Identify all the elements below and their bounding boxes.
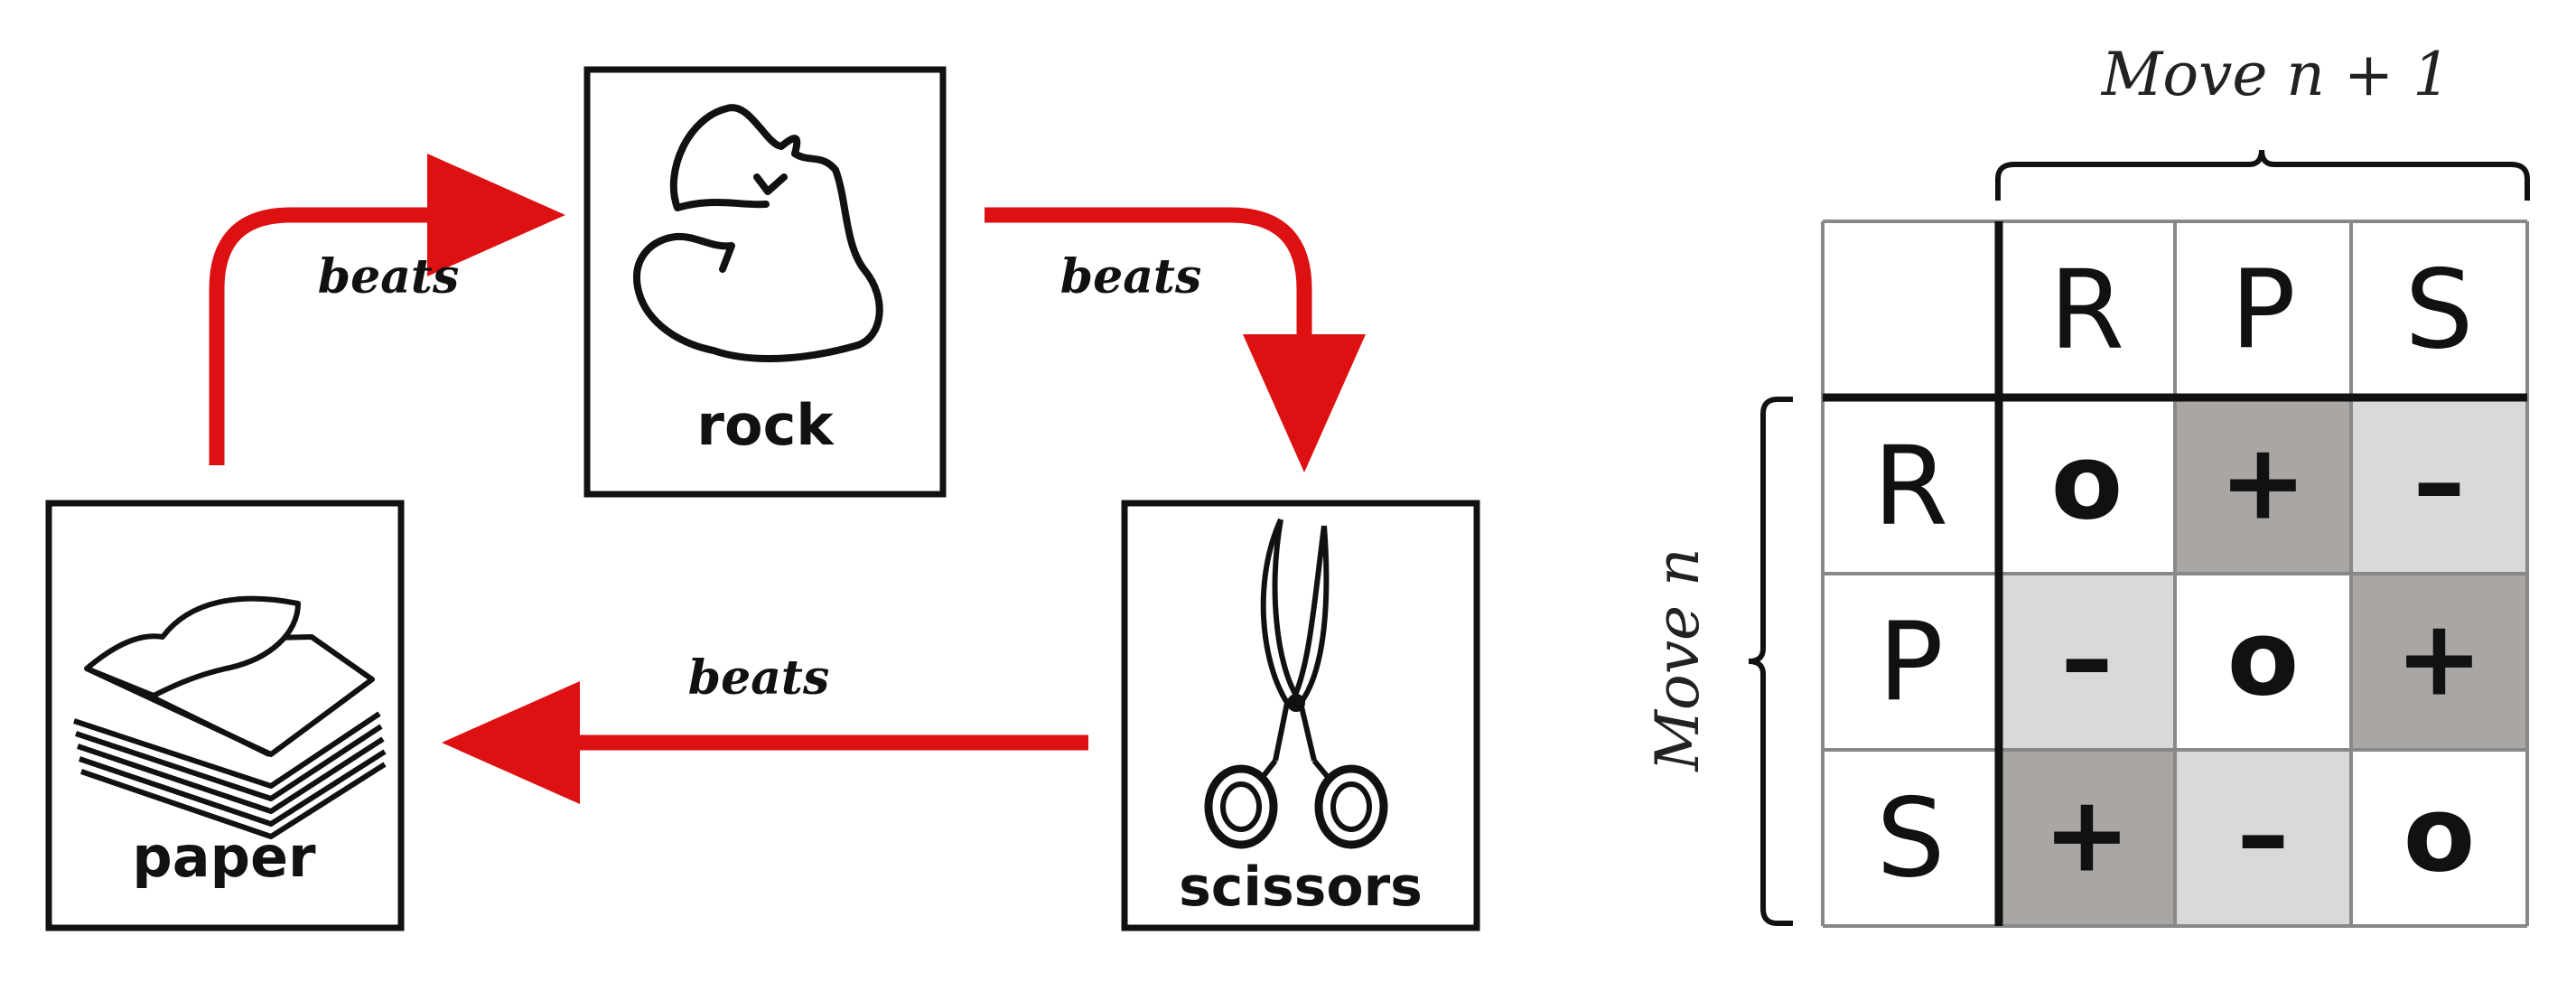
- matrix-cell-bg: [2351, 398, 2527, 574]
- matrix-cell-bg: [2351, 221, 2527, 398]
- matrix-cell: –: [2237, 774, 2290, 896]
- matrix-cell-bg: [2175, 221, 2351, 398]
- row-header-p: P: [1878, 601, 1943, 726]
- matrix-cell: o: [2227, 598, 2300, 720]
- row-axis-label: Move n: [1643, 547, 1713, 772]
- matrix-cell: o: [2051, 422, 2123, 544]
- scissors-label: scissors: [1179, 856, 1423, 919]
- cycle-diagram: beats beats beats rock paper: [45, 66, 1480, 931]
- matrix-cell-bg: [1823, 398, 1999, 574]
- col-header-s: S: [2404, 248, 2473, 374]
- rock-icon: [633, 104, 883, 362]
- matrix-cell-bg: [2351, 574, 2527, 750]
- matrix-cell: +: [2043, 774, 2131, 896]
- matrix-cell-bg: [1999, 750, 2175, 926]
- row-header-s: S: [1876, 777, 1945, 903]
- paper-label: paper: [132, 824, 316, 890]
- arrow-paper-beats-rock: [209, 154, 565, 465]
- matrix-cell-bg: [1823, 221, 1999, 398]
- scissors-card: scissors: [1121, 500, 1480, 931]
- matrix-cell-bg: [1823, 574, 1999, 750]
- matrix-cell: –: [2413, 422, 2466, 544]
- matrix-cell-bg: [2351, 750, 2527, 926]
- matrix-cell: +: [2395, 598, 2483, 720]
- matrix-cell: –: [2061, 598, 2114, 720]
- matrix-cell-bg: [1999, 398, 2175, 574]
- scissors-icon: [1204, 518, 1388, 849]
- matrix-cell-bg: [2175, 398, 2351, 574]
- matrix-cell: +: [2219, 422, 2307, 544]
- col-axis-label: Move n + 1: [2101, 40, 2450, 109]
- row-brace: [1748, 397, 1793, 926]
- matrix-cell-bg: [1823, 750, 1999, 926]
- beats-label-rock-scissors: beats: [1060, 249, 1201, 304]
- paper-card: paper: [45, 500, 405, 931]
- paper-stack-icon: [73, 595, 387, 839]
- rock-label: rock: [696, 392, 835, 458]
- col-brace: [1995, 149, 2530, 201]
- matrix-cell-bg: [1999, 221, 2175, 398]
- matrix-cell: o: [2403, 774, 2476, 896]
- row-header-r: R: [1873, 425, 1948, 550]
- rock-card: rock: [583, 66, 947, 498]
- col-header-p: P: [2230, 248, 2295, 374]
- matrix-cell-bg: [2175, 750, 2351, 926]
- matrix-cell-bg: [2175, 574, 2351, 750]
- matrix-cell-bg: [1999, 574, 2175, 750]
- col-header-r: R: [2049, 248, 2124, 374]
- beats-label-scissors-paper: beats: [688, 650, 829, 706]
- beats-label-paper-rock: beats: [318, 249, 459, 304]
- arrow-rock-beats-scissors: [985, 207, 1366, 472]
